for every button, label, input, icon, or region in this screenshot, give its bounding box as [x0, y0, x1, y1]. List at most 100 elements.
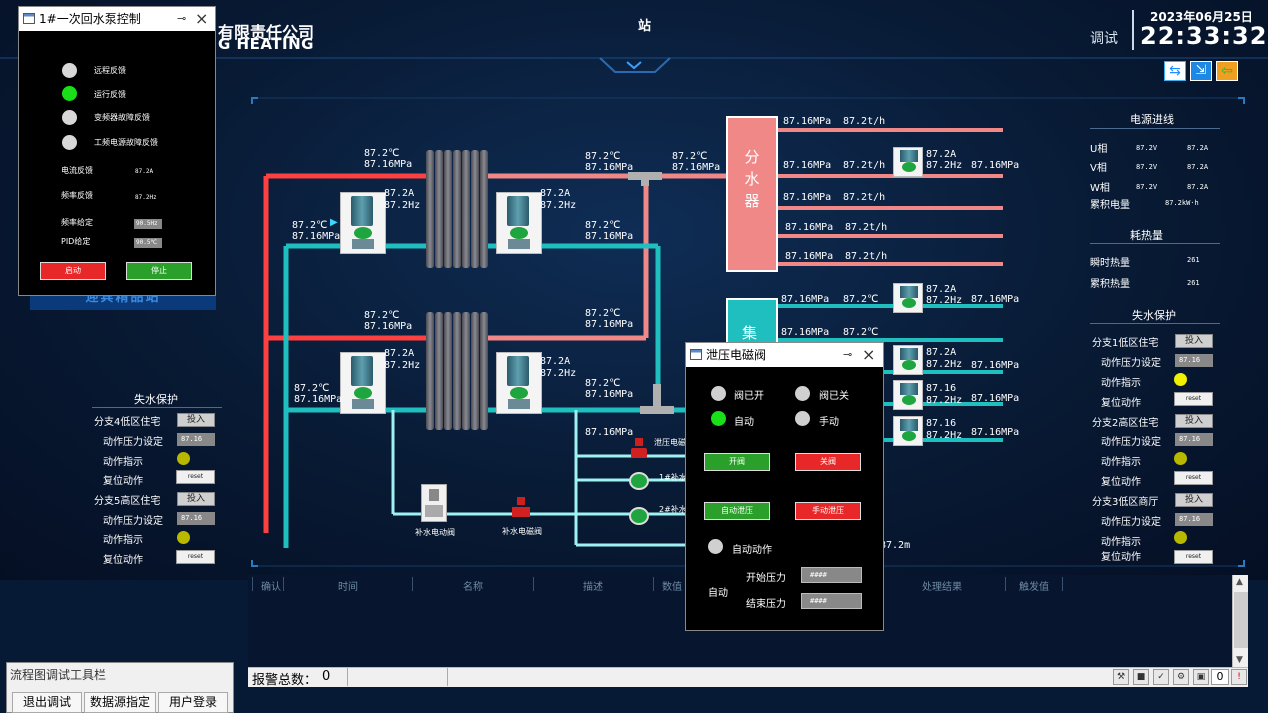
pin-icon[interactable]: ⊸ — [177, 12, 187, 25]
stop-button[interactable]: 停止 — [126, 262, 192, 280]
user-login-button[interactable]: 用户登录 — [158, 692, 228, 713]
datasource-button[interactable]: 数据源指定 — [84, 692, 156, 713]
hx1-sec-temp: 87.2℃ — [585, 220, 621, 231]
pump-2-2[interactable] — [496, 352, 542, 414]
manual-relief-button[interactable]: 手动泄压 — [795, 502, 861, 520]
pid-set-input[interactable]: 90.5℃ — [134, 238, 162, 248]
branch5-engage-button[interactable]: 投入 — [177, 492, 215, 506]
pump21-amp: 87.2A — [384, 348, 415, 359]
d2-hz: 87.2Hz — [926, 160, 963, 171]
relief-valve-icon[interactable] — [631, 438, 647, 462]
c4-out-press: 87.16MPa — [971, 393, 1020, 404]
loss-title-underline-right — [1090, 323, 1220, 324]
branch-pump-b[interactable] — [893, 283, 923, 313]
alarm-total-value: 0 — [322, 669, 331, 684]
relief-valve-label: 泄压电磁 — [654, 438, 686, 447]
water-distributor[interactable] — [726, 116, 778, 272]
heat-exchanger-2[interactable] — [426, 312, 488, 430]
alert-icon[interactable]: ! — [1231, 669, 1247, 685]
swap-icon[interactable]: ⇆ — [1164, 61, 1186, 81]
branch3-indicator — [1174, 531, 1187, 544]
branch4-engage-button[interactable]: 投入 — [177, 413, 215, 427]
makeup-motor-valve-icon[interactable] — [421, 484, 447, 522]
heat-title-underline — [1090, 243, 1220, 244]
branch1-engage-button[interactable]: 投入 — [1175, 334, 1213, 348]
heat-exchanger-1[interactable] — [426, 150, 488, 268]
power-title: 电源进线 — [1130, 113, 1174, 126]
col-sep-4 — [533, 577, 534, 591]
branch1-set-input[interactable]: 87.16 — [1175, 354, 1213, 367]
freq-set-input[interactable]: 90.5Hz — [134, 219, 162, 229]
auto-mode-label: 自动 — [708, 588, 728, 599]
phase-u-a: 87.2A — [1187, 144, 1209, 152]
pump-1-2[interactable] — [496, 192, 542, 254]
makeup-pump-1[interactable] — [629, 472, 649, 490]
close-valve-button[interactable]: 关阀 — [795, 453, 861, 471]
branch-pump-e[interactable] — [893, 416, 923, 446]
run-feedback-indicator — [62, 86, 77, 101]
branch5-set-input[interactable]: 87.16 — [177, 512, 215, 525]
close-icon[interactable]: × — [195, 9, 209, 28]
start-button[interactable]: 启动 — [40, 262, 106, 280]
exit-icon[interactable]: ⇦ — [1216, 61, 1238, 81]
c5-hz: 87.2Hz — [926, 430, 963, 441]
branch-pump-d[interactable] — [893, 380, 923, 410]
branch2-reset-button[interactable]: reset — [1174, 471, 1213, 485]
col-name: 名称 — [463, 582, 483, 593]
branch4-reset-button[interactable]: reset — [176, 470, 215, 484]
time-display: 22:33:32 — [1140, 22, 1268, 50]
col-sep-6 — [1005, 577, 1006, 591]
pin-icon[interactable]: ⊸ — [843, 348, 853, 361]
hx2-out-press: 87.16MPa — [585, 319, 634, 330]
close-icon[interactable]: × — [862, 345, 876, 364]
c4-amp: 87.16 — [926, 383, 957, 394]
vfd-fault-indicator — [62, 110, 77, 125]
pump-1-1[interactable] — [340, 192, 386, 254]
valve-window-titlebar[interactable]: 泄压电磁阀 ⊸ × — [686, 343, 883, 367]
manual-indicator — [795, 411, 810, 426]
open-valve-button[interactable]: 开阀 — [704, 453, 770, 471]
pump11-hz: 87.2Hz — [384, 200, 421, 211]
save-icon[interactable]: ▣ — [1193, 669, 1209, 685]
makeup-pump-2[interactable] — [629, 507, 649, 525]
branch-pump-a[interactable] — [893, 147, 923, 177]
end-pressure-label: 结束压力 — [746, 599, 786, 610]
energy-label: 累积电量 — [1090, 200, 1130, 211]
pump21-hz: 87.2Hz — [384, 360, 421, 371]
hx2-ret-temp: 87.2℃ — [294, 383, 330, 394]
wrench-icon[interactable]: ⚒ — [1113, 669, 1129, 685]
branch2-engage-button[interactable]: 投入 — [1175, 414, 1213, 428]
branch-pump-c[interactable] — [893, 345, 923, 375]
col-sep-1 — [252, 577, 253, 591]
expand-icon[interactable]: ⇲ — [1190, 61, 1212, 81]
run-feedback-label: 运行反馈 — [94, 90, 126, 99]
check-icon[interactable]: ✓ — [1153, 669, 1169, 685]
branch3-reset-button[interactable]: reset — [1174, 550, 1213, 564]
start-pressure-input[interactable]: #### — [801, 567, 862, 583]
c3-out-press: 87.16MPa — [971, 360, 1020, 371]
makeup-pump-2-label: 2#补水 — [659, 505, 687, 514]
heat-title: 耗热量 — [1130, 229, 1163, 242]
freq-set-label: 频率给定 — [61, 218, 93, 227]
exit-debug-button[interactable]: 退出调试 — [12, 692, 82, 713]
branch4-set-input[interactable]: 87.16 — [177, 433, 215, 446]
makeup-solenoid-valve-label: 补水电磁阀 — [502, 527, 542, 536]
branch5-reset-button[interactable]: reset — [176, 550, 215, 564]
branch2-set-input[interactable]: 87.16 — [1175, 433, 1213, 446]
distributor-label: 分水器 — [744, 148, 760, 210]
branch3-engage-button[interactable]: 投入 — [1175, 493, 1213, 507]
hx1-ret-press: 87.16MPa — [292, 231, 341, 242]
pump-window-titlebar[interactable]: 1#一次回水泵控制 ⊸ × — [19, 7, 215, 31]
makeup-solenoid-valve-icon[interactable] — [512, 497, 530, 521]
gear-icon[interactable]: ⚙ — [1173, 669, 1189, 685]
phase-v-v: 87.2V — [1136, 163, 1158, 171]
branch3-set-input[interactable]: 87.16 — [1175, 513, 1213, 526]
stop-icon[interactable]: ■ — [1133, 669, 1149, 685]
branch1-reset-button[interactable]: reset — [1174, 392, 1213, 406]
end-pressure-input[interactable]: #### — [801, 593, 862, 609]
alarm-scrollbar[interactable]: ▲ ▼ — [1232, 575, 1248, 667]
total-heat-label: 累积热量 — [1090, 279, 1130, 290]
auto-relief-button[interactable]: 自动泄压 — [704, 502, 770, 520]
relief-valve-window: 泄压电磁阀 ⊸ × 阀已开 阀已关 自动 手动 开阀 关阀 自动泄压 手动泄压 … — [685, 342, 884, 631]
pump-2-1[interactable] — [340, 352, 386, 414]
